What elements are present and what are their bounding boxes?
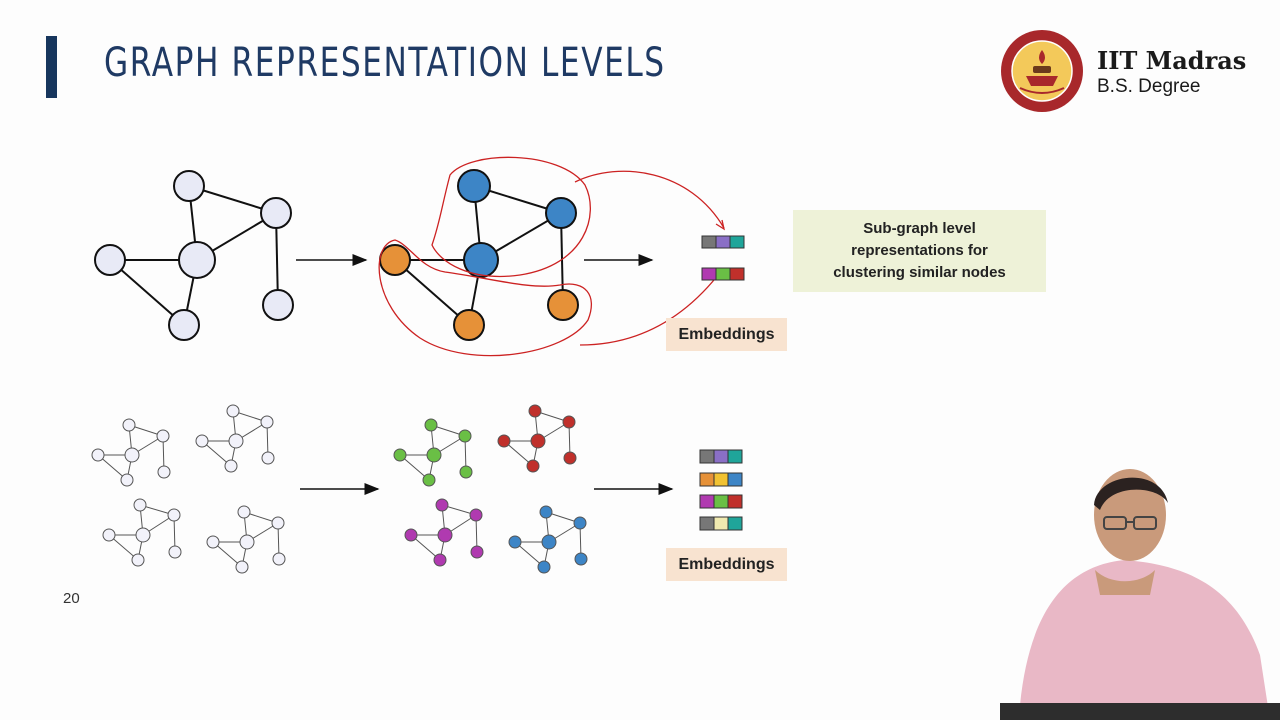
presenter-video	[1000, 455, 1280, 720]
small-graph-red	[497, 404, 577, 473]
graph-node-blue	[545, 197, 577, 229]
title-accent-bar	[46, 36, 57, 98]
embedding-vectors	[699, 449, 743, 531]
subgraph-callout: Sub-graph level representations for clus…	[793, 210, 1046, 292]
graph-set-plain	[91, 404, 286, 574]
embedding-vectors	[701, 235, 745, 281]
callout-text: Sub-graph level representations for clus…	[833, 220, 1006, 281]
small-graph	[206, 505, 286, 574]
iit-madras-seal-icon	[1001, 30, 1083, 112]
slide-number: 20	[63, 590, 80, 607]
small-graph-blue	[508, 505, 588, 574]
small-graph	[102, 498, 182, 567]
logo-subtitle: B.S. Degree	[1097, 76, 1201, 97]
small-graph-green	[393, 418, 473, 487]
graph-node-blue	[457, 169, 491, 203]
graph-node-orange	[547, 289, 579, 321]
graph-node	[262, 289, 294, 321]
graph-node	[260, 197, 292, 229]
small-graph	[91, 418, 171, 487]
graph-node	[178, 241, 216, 279]
small-graph-magenta	[404, 498, 484, 567]
graph-node	[94, 244, 126, 276]
small-graph	[195, 404, 275, 473]
graph-node	[173, 170, 205, 202]
graph-clustered	[379, 169, 579, 341]
graph-node-orange	[379, 244, 411, 276]
graph-node-blue	[463, 242, 499, 278]
graph-node	[168, 309, 200, 341]
slide-title: GRAPH REPRESENTATION LEVELS	[104, 40, 666, 86]
cluster-annotations	[378, 156, 725, 357]
graph-set-colored	[393, 404, 588, 574]
embeddings-label-top: Embeddings	[666, 318, 787, 351]
graph-node-orange	[453, 309, 485, 341]
logo-name: IIT Madras	[1097, 46, 1247, 75]
graph-plain	[94, 170, 294, 341]
embeddings-label-bottom: Embeddings	[666, 548, 787, 581]
